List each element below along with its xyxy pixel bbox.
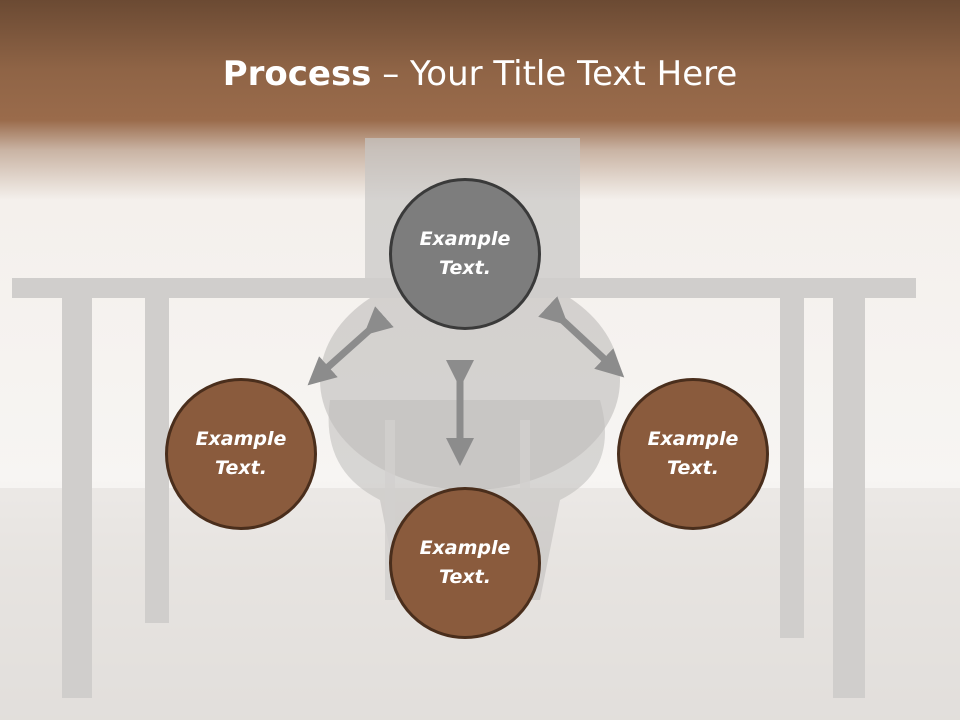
node-bottom-text: Example Text. — [419, 537, 511, 588]
node-left: Example Text. — [165, 378, 317, 530]
arrow-top-left — [307, 306, 394, 386]
node-left-text: Example Text. — [195, 428, 287, 479]
node-center: Example Text. — [389, 178, 541, 330]
node-center-text: Example Text. — [419, 228, 511, 279]
arrow-top-right — [538, 296, 625, 378]
node-right-text: Example Text. — [647, 428, 739, 479]
node-bottom: Example Text. — [389, 487, 541, 639]
node-right: Example Text. — [617, 378, 769, 530]
slide-title: Process – Your Title Text Here — [0, 52, 960, 96]
title-bold: Process — [222, 54, 372, 94]
title-rest: – Your Title Text Here — [371, 54, 738, 94]
